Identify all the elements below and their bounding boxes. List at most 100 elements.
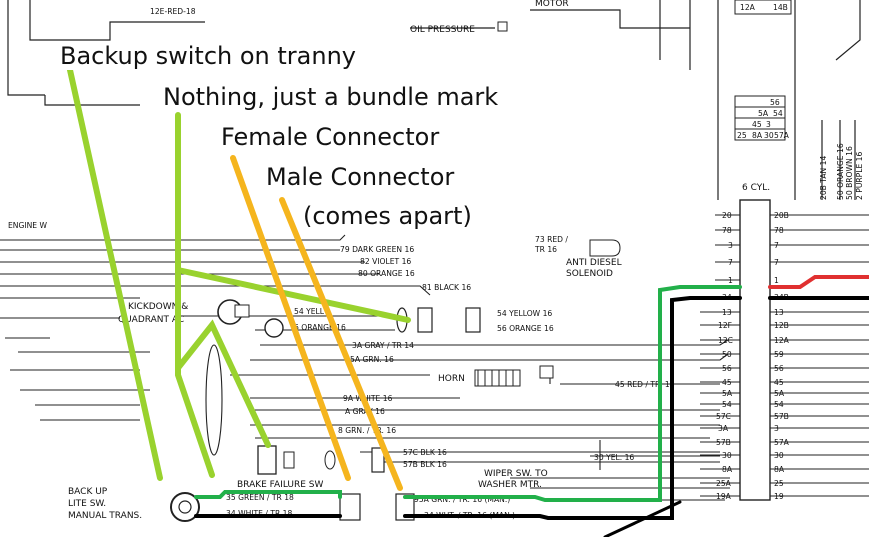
pin-right-15: 3 bbox=[774, 424, 779, 433]
pins-left: 20 78 3 7 1 34 13 12F 12C 50 56 45 5A 54… bbox=[716, 211, 733, 501]
anti-diesel-solenoid: ANTI DIESEL SOLENOID bbox=[566, 239, 622, 279]
svg-text:56 ORANGE 16: 56 ORANGE 16 bbox=[497, 324, 554, 333]
svg-text:54 YELL: 54 YELL bbox=[294, 307, 325, 316]
svg-text:QUADRANT AC: QUADRANT AC bbox=[118, 315, 184, 325]
svg-text:35 GREEN / TR 18: 35 GREEN / TR 18 bbox=[226, 493, 294, 502]
svg-text:HORN: HORN bbox=[438, 374, 465, 384]
svg-text:SOLENOID: SOLENOID bbox=[566, 269, 613, 279]
svg-text:57B BLK 16: 57B BLK 16 bbox=[403, 460, 447, 469]
fuse-14b: 14B bbox=[773, 3, 788, 12]
svg-text:8 GRN. / TR. 16: 8 GRN. / TR. 16 bbox=[338, 426, 396, 435]
pin-left-10: 56 bbox=[722, 364, 732, 373]
pin-left-3: 7 bbox=[728, 258, 733, 267]
oil-pressure-switch bbox=[497, 21, 508, 32]
pin-left-0: 20 bbox=[722, 211, 732, 220]
highlighted-wires bbox=[194, 275, 869, 537]
wire-harness bbox=[0, 214, 869, 501]
pin-left-8: 12C bbox=[718, 336, 733, 345]
fuse-box: 12A 14B 56 5A 54 45 3 25 8A 30 57A bbox=[734, 0, 792, 141]
svg-text:45 RED / TR. 14: 45 RED / TR. 14 bbox=[615, 380, 675, 389]
oil-pressure-label: OIL PRESSURE bbox=[410, 25, 475, 35]
svg-text:WASHER MTR.: WASHER MTR. bbox=[478, 480, 542, 490]
kickdown-switch: KICKDOWN & QUADRANT AC bbox=[118, 299, 284, 338]
svg-text:MANUAL TRANS.: MANUAL TRANS. bbox=[68, 511, 142, 521]
column-label-brown: 50 BROWN 16 bbox=[845, 146, 854, 200]
horn: HORN bbox=[438, 365, 554, 387]
pin-left-9: 50 bbox=[722, 350, 732, 359]
svg-text:79 DARK GREEN 16: 79 DARK GREEN 16 bbox=[340, 245, 414, 254]
connectors bbox=[339, 307, 481, 521]
pin-right-19: 25 bbox=[774, 479, 784, 488]
pin-right-8: 12A bbox=[774, 336, 790, 345]
fuse-8a: 8A bbox=[752, 131, 763, 140]
svg-text:30 YEL. 16: 30 YEL. 16 bbox=[594, 453, 634, 462]
pin-right-4: 1 bbox=[774, 276, 779, 285]
six-cyl-connector bbox=[739, 199, 771, 501]
svg-text:LITE SW.: LITE SW. bbox=[68, 499, 106, 509]
svg-text:5A GRN. 16: 5A GRN. 16 bbox=[350, 355, 394, 364]
annotation-male-connector: Male Connector bbox=[263, 163, 458, 191]
svg-text:TR 16: TR 16 bbox=[534, 245, 557, 254]
fuse-3: 3 bbox=[766, 120, 771, 129]
pin-left-7: 12F bbox=[718, 321, 732, 330]
pointer-male-connector bbox=[279, 197, 403, 491]
pin-right-10: 56 bbox=[774, 364, 784, 373]
pin-right-14: 57B bbox=[774, 412, 789, 421]
pin-right-17: 30 bbox=[774, 451, 784, 460]
pin-left-17: 30 bbox=[722, 451, 732, 460]
svg-text:95A GRN. / TR. 16 (MAN.): 95A GRN. / TR. 16 (MAN.) bbox=[414, 495, 510, 504]
pin-right-1: 78 bbox=[774, 226, 784, 235]
pointer-lines bbox=[67, 67, 411, 491]
fuse-56: 56 bbox=[770, 98, 780, 107]
svg-text:KICKDOWN &: KICKDOWN & bbox=[128, 302, 188, 312]
fuse-45: 45 bbox=[752, 120, 762, 129]
backup-lite-switch: BACK UP LITE SW. MANUAL TRANS. bbox=[68, 487, 200, 522]
pin-right-20: 19 bbox=[774, 492, 784, 501]
svg-text:6 ORANGE 16: 6 ORANGE 16 bbox=[294, 323, 346, 332]
pin-left-15: 3A bbox=[718, 424, 729, 433]
svg-text:WIPER SW. TO: WIPER SW. TO bbox=[484, 469, 548, 479]
pin-left-14: 57C bbox=[716, 412, 731, 421]
wire-labels: 79 DARK GREEN 16 82 VIOLET 16 80 ORANGE … bbox=[226, 235, 675, 520]
pin-right-7: 12B bbox=[774, 321, 789, 330]
annotation-comes-apart: (comes apart) bbox=[300, 202, 475, 230]
pin-left-1: 78 bbox=[722, 226, 732, 235]
fuse-30: 30 bbox=[764, 131, 774, 140]
pointer-bundle-mark bbox=[175, 112, 215, 478]
top-schematic bbox=[7, 0, 861, 200]
pin-right-3: 7 bbox=[774, 258, 779, 267]
red-wire-label: 12E-RED-18 bbox=[150, 7, 196, 16]
svg-text:34 WHITE / TR 18: 34 WHITE / TR 18 bbox=[226, 509, 293, 518]
pin-left-13: 54 bbox=[722, 400, 732, 409]
pins-right: 20B 78 7 7 1 34B 13 12B 12A 59 56 45 5A … bbox=[774, 211, 790, 501]
svg-text:3A GRAY / TR 14: 3A GRAY / TR 14 bbox=[352, 341, 414, 350]
svg-text:A GRAY 16: A GRAY 16 bbox=[345, 407, 385, 416]
pin-left-20: 19A bbox=[716, 492, 732, 501]
svg-text:81 BLACK 16: 81 BLACK 16 bbox=[422, 283, 471, 292]
wiper-switch-label: WIPER SW. TO WASHER MTR. bbox=[478, 469, 548, 490]
svg-text:80 ORANGE 16: 80 ORANGE 16 bbox=[358, 269, 415, 278]
pin-right-16: 57A bbox=[774, 438, 790, 447]
pin-left-2: 3 bbox=[728, 241, 733, 250]
svg-text:BRAKE FAILURE SW: BRAKE FAILURE SW bbox=[237, 480, 323, 490]
motor-label: MOTOR bbox=[535, 0, 569, 9]
pin-right-2: 7 bbox=[774, 241, 779, 250]
annotation-female-connector: Female Connector bbox=[218, 123, 443, 151]
svg-text:73 RED /: 73 RED / bbox=[535, 235, 568, 244]
annotation-backup-switch: Backup switch on tranny bbox=[57, 42, 359, 70]
svg-text:ANTI DIESEL: ANTI DIESEL bbox=[566, 258, 622, 268]
six-cyl-label: 6 CYL. bbox=[742, 183, 770, 193]
pin-left-4: 1 bbox=[728, 276, 733, 285]
column-label-purple: 2 PURPLE 16 bbox=[855, 151, 864, 200]
pointer-female-connector bbox=[230, 155, 351, 481]
column-labels: 20B TAN 14 50 ORANGE 16 50 BROWN 16 2 PU… bbox=[819, 143, 864, 200]
pin-right-11: 45 bbox=[774, 378, 784, 387]
pin-left-12: 5A bbox=[722, 389, 733, 398]
pin-left-19: 25A bbox=[716, 479, 732, 488]
column-label-tan: 20B TAN 14 bbox=[819, 156, 828, 200]
fuse-54: 54 bbox=[773, 109, 783, 118]
pin-right-0: 20B bbox=[774, 211, 789, 220]
pin-right-9: 59 bbox=[774, 350, 784, 359]
